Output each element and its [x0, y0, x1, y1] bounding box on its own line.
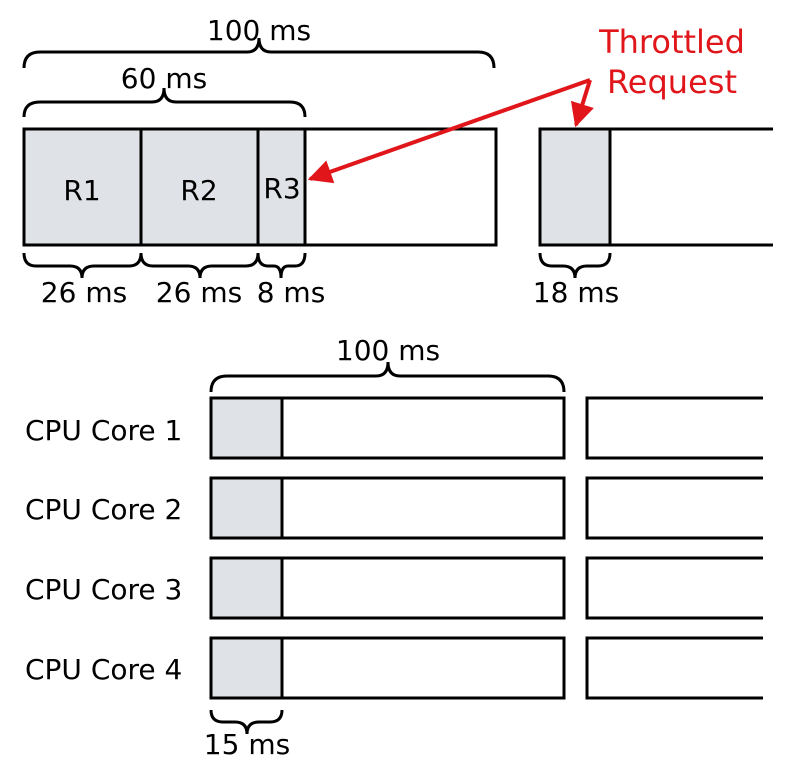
- cpu-core-2-slice: [209, 476, 284, 540]
- throttled-label-line2: Request: [607, 63, 737, 101]
- cpu-core-2-label: CPU Core 2: [25, 493, 182, 526]
- r1-duration-label: 26 ms: [41, 276, 127, 309]
- cpu-core-4-label: CPU Core 4: [25, 653, 182, 686]
- cpu-core-1-period-2: [585, 396, 763, 460]
- request-r2-block: [139, 127, 260, 247]
- request-r3-label: R3: [263, 172, 300, 205]
- r3-duration-label: 8 ms: [257, 276, 326, 309]
- slice-duration-label: 15 ms: [204, 728, 290, 761]
- throttled-duration-brace: [538, 252, 612, 279]
- top-quota-label: 60 ms: [121, 62, 207, 95]
- throttled-duration-label: 18 ms: [533, 276, 619, 309]
- throttled-arrow-to-r3: [307, 78, 591, 184]
- cpu-core-4-slice: [209, 636, 284, 700]
- throttled-label-line1: Throttled: [598, 23, 745, 61]
- throttled-arrow-to-period2: [570, 79, 594, 128]
- bottom-total-label: 100 ms: [336, 334, 440, 367]
- r3-duration-brace: [256, 252, 307, 279]
- top-quota-brace: [22, 87, 307, 118]
- r2-duration-brace: [139, 252, 260, 279]
- throttled-request-block: [538, 127, 612, 247]
- cpu-core-3-period-2: [585, 556, 763, 620]
- cpu-core-2-period-2: [585, 476, 763, 540]
- r2-duration-label: 26 ms: [156, 276, 242, 309]
- slice-duration-brace: [209, 709, 284, 735]
- request-r2-label: R2: [180, 174, 217, 207]
- request-r1-label: R1: [63, 174, 100, 207]
- r1-duration-brace: [22, 252, 143, 279]
- request-r1-block: [22, 127, 143, 247]
- top-total-brace: [22, 37, 496, 69]
- request-r3-block: [256, 127, 307, 247]
- cpu-core-1-slice: [209, 396, 284, 460]
- cpu-core-3-slice: [209, 556, 284, 620]
- cpu-core-1-label: CPU Core 1: [25, 414, 182, 447]
- bottom-total-brace: [209, 361, 566, 393]
- cpu-core-3-label: CPU Core 3: [25, 573, 182, 606]
- cpu-core-4-period-2: [585, 636, 763, 700]
- top-total-label: 100 ms: [207, 14, 311, 47]
